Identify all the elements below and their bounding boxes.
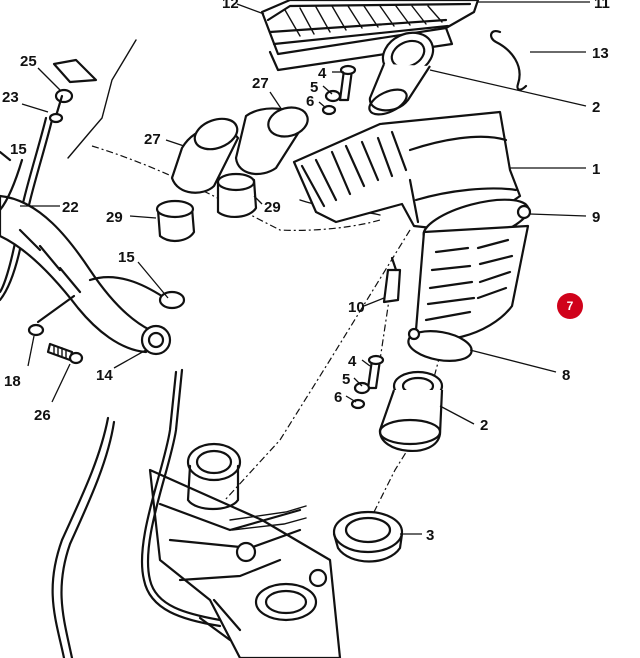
callout-4-upper: 4	[318, 65, 327, 82]
callout-8: 8	[562, 367, 570, 384]
highlight-marker-label: 7	[567, 299, 574, 313]
callout-3: 3	[426, 527, 434, 544]
callout-10: 10	[348, 299, 365, 316]
intake-boot	[414, 198, 532, 341]
callout-6-upper: 6	[306, 93, 314, 110]
callout-9: 9	[592, 209, 600, 226]
callout-4-lower: 4	[348, 353, 357, 370]
callout-23: 23	[2, 89, 19, 106]
holder-3	[332, 510, 404, 563]
callout-27-left: 27	[144, 131, 161, 148]
breather-hoses	[0, 58, 186, 356]
highlight-marker-circle	[557, 293, 583, 319]
callout-22: 22	[62, 199, 79, 216]
joints-27-29	[155, 106, 309, 242]
intake-joint-upper	[368, 31, 435, 116]
callout-15-lower: 15	[118, 249, 135, 266]
callout-29-right: 29	[264, 199, 281, 216]
highlight-marker-7[interactable]: 7	[557, 293, 583, 319]
callout-14: 14	[96, 367, 113, 384]
callout-2-lower: 2	[480, 417, 488, 434]
carburetor-assembly	[148, 442, 342, 658]
hoses	[51, 368, 222, 658]
callout-29-left: 29	[106, 209, 123, 226]
callout-25: 25	[20, 53, 37, 70]
intake-joint-lower	[378, 370, 444, 453]
callout-labels: 12 11 13 2 1 9 8 2 3 4 5 6 27 27 29 29 1…	[2, 0, 610, 544]
callout-13: 13	[592, 45, 609, 62]
construction-lines	[67, 39, 441, 521]
leader-lines	[20, 1, 590, 535]
callout-5-lower: 5	[342, 371, 350, 388]
callout-11: 11	[594, 0, 610, 12]
callout-2-upper: 2	[592, 99, 600, 116]
callout-18: 18	[4, 373, 21, 390]
callout-5-upper: 5	[310, 79, 318, 96]
callout-15-upper: 15	[10, 141, 27, 158]
callout-1: 1	[592, 161, 600, 178]
clip-13	[490, 30, 528, 91]
clamp-8	[407, 327, 473, 362]
air-filter-element	[260, 0, 480, 72]
callout-12: 12	[222, 0, 239, 12]
callout-6-lower: 6	[334, 389, 342, 406]
bolts-18-26	[27, 294, 84, 365]
callout-26: 26	[34, 407, 51, 424]
bolt-set-upper	[321, 64, 357, 116]
callout-27-right: 27	[252, 75, 269, 92]
drain-plug	[382, 256, 402, 304]
